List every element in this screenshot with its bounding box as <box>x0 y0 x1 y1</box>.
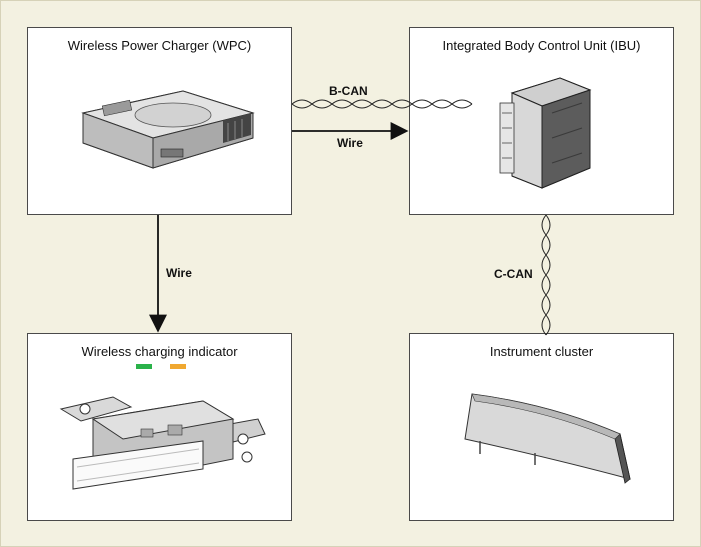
wpc-module-icon <box>81 90 255 169</box>
ibu-title: Integrated Body Control Unit (IBU) <box>442 38 641 53</box>
green-led-swatch <box>136 364 152 369</box>
cluster-box: Instrument cluster <box>409 333 674 521</box>
b-can-label: B-CAN <box>329 84 368 98</box>
wpc-ibu-wire-label: Wire <box>337 136 363 150</box>
indicator-module-icon <box>59 396 266 490</box>
cluster-display-icon <box>464 393 631 484</box>
ibu-box: Integrated Body Control Unit (IBU) <box>409 27 674 215</box>
ibu-module-icon <box>499 77 592 189</box>
wpc-box: Wireless Power Charger (WPC) <box>27 27 292 215</box>
c-can-twisted-pair <box>541 214 551 336</box>
indicator-title: Wireless charging indicator <box>81 344 238 359</box>
wpc-title: Wireless Power Charger (WPC) <box>67 38 252 53</box>
orange-led-swatch <box>170 364 186 369</box>
wpc-indicator-wire-label: Wire <box>166 266 192 280</box>
indicator-box: Wireless charging indicator <box>27 333 292 521</box>
cluster-title: Instrument cluster <box>489 344 594 359</box>
b-can-twisted-pair <box>291 99 473 109</box>
c-can-label: C-CAN <box>494 267 533 281</box>
